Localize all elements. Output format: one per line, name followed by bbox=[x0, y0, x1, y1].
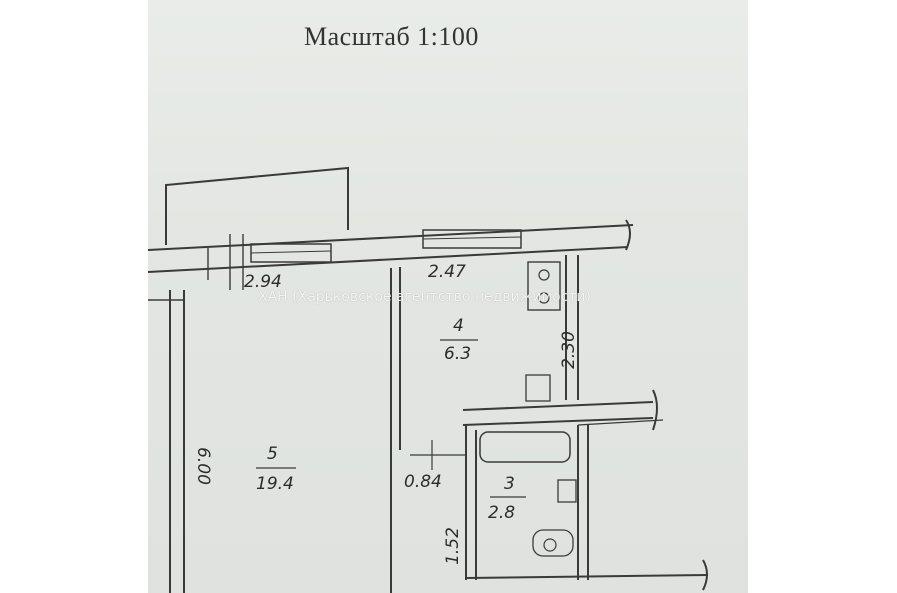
dim-room5-width: 2.94 bbox=[244, 272, 282, 292]
wall-break-right bbox=[652, 389, 658, 431]
dim-room4-length: 2.30 bbox=[558, 331, 579, 369]
wall-bath-top-inner bbox=[462, 417, 654, 426]
wall-bath-top bbox=[462, 401, 654, 411]
room3-area: 2.8 bbox=[488, 503, 516, 523]
floor-plan-photo: Масштаб 1:100 2.94 2.47 4 6.3 2.30 6.00 … bbox=[148, 0, 748, 593]
room3-number: 3 bbox=[504, 474, 515, 494]
kitchen-stove bbox=[527, 261, 561, 311]
dim-room5-length: 6.00 bbox=[192, 447, 213, 485]
wall-break-top bbox=[625, 219, 631, 251]
room5-number: 5 bbox=[267, 444, 278, 464]
dim-room4-width: 2.47 bbox=[428, 262, 466, 282]
room5-area: 19.4 bbox=[256, 474, 294, 494]
bathtub bbox=[479, 431, 571, 463]
scale-label: Масштаб 1:100 bbox=[304, 22, 479, 51]
outer-wall-top bbox=[148, 224, 634, 251]
sink bbox=[557, 479, 577, 503]
toilet bbox=[532, 529, 574, 557]
room4-number: 4 bbox=[453, 316, 464, 336]
room4-area: 6.3 bbox=[444, 344, 472, 364]
kitchen-sink bbox=[525, 374, 551, 402]
balcony-outline bbox=[165, 166, 349, 245]
wall-bottom bbox=[465, 574, 709, 579]
outer-wall-top-inner bbox=[148, 246, 629, 273]
dim-bath-length: 1.52 bbox=[442, 527, 463, 565]
floor-plan-drawing bbox=[148, 166, 709, 593]
wall-bath-extend bbox=[577, 419, 664, 426]
watermark-text: ХАН (Харьковское агентство недвижимости) bbox=[258, 289, 591, 305]
dim-corridor-width: 0.84 bbox=[404, 472, 442, 492]
